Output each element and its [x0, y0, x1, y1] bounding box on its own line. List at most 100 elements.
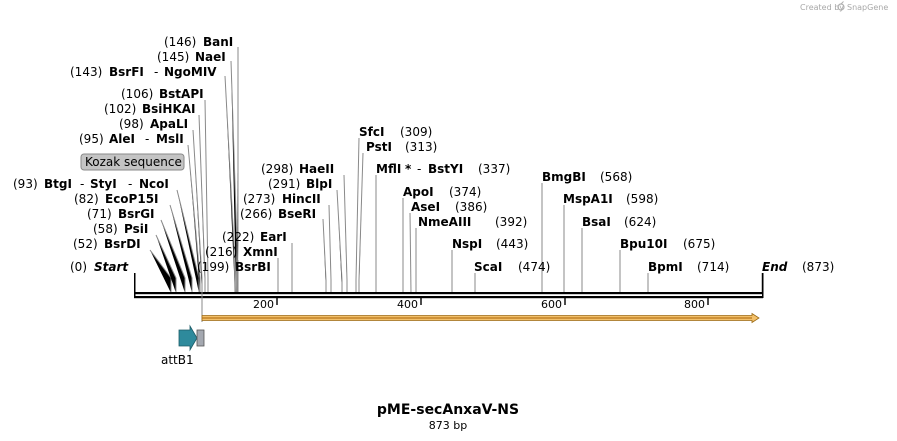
site-bsrfi[interactable]: (143) BsrFI - NgoMIV: [70, 65, 217, 79]
site-bstapi[interactable]: (106) BstAPI: [121, 87, 204, 101]
site-name: SfcI: [359, 125, 384, 139]
site-end[interactable]: End (873): [762, 260, 834, 274]
site-start[interactable]: (0) Start: [70, 260, 129, 274]
start-label: Start: [94, 260, 129, 274]
site-pos: (313): [405, 140, 437, 154]
cutline-bsrgi: [160, 219, 186, 293]
end-label: End: [762, 260, 788, 274]
site-name: NgoMIV: [164, 65, 217, 79]
site-pos: (93): [13, 177, 38, 191]
site-apoi[interactable]: ApoI (374): [403, 185, 481, 199]
tick-label: 200: [253, 298, 274, 311]
site-name: BpmI: [648, 260, 683, 274]
site-apali[interactable]: (98) ApaLI: [119, 117, 188, 131]
site-nmeaiii[interactable]: NmeAIII (392): [418, 215, 527, 229]
site-sfci[interactable]: SfcI (309): [359, 125, 432, 139]
site-pos: (71): [87, 207, 112, 221]
cutline-psii: [155, 234, 177, 293]
site-name: EarI: [260, 230, 287, 244]
start-pos: (0): [70, 260, 87, 274]
cutline-bstapi: [204, 99, 209, 293]
cutline-bani: [236, 47, 239, 294]
snapgene-credit[interactable]: Created by SnapGene: [800, 1, 888, 13]
site-name: Bpu10I: [620, 237, 667, 251]
site-nspi[interactable]: NspI (443): [452, 237, 528, 251]
site-psii[interactable]: (58) PsiI: [93, 222, 148, 236]
site-psti[interactable]: PstI (313): [366, 140, 437, 154]
site-naei[interactable]: (145) NaeI: [157, 50, 226, 64]
site-name: MslI: [156, 132, 184, 146]
cutline-psti: [358, 152, 364, 293]
site-bseri[interactable]: (266) BseRI: [240, 207, 316, 221]
site-pos: (52): [73, 237, 98, 251]
site-pos: (443): [496, 237, 528, 251]
site-name: NmeAIII: [418, 215, 471, 229]
site-bsai[interactable]: BsaI (624): [582, 215, 656, 229]
site-pos: (291): [268, 177, 300, 191]
attb1-feature[interactable]: attB1: [161, 324, 205, 367]
site-name: BstYI: [428, 162, 463, 176]
site-pos: (714): [697, 260, 729, 274]
site-bsihkai[interactable]: (102) BsiHKAI: [104, 102, 196, 116]
site-bpu10i[interactable]: Bpu10I (675): [620, 237, 715, 251]
cutline-bsrdi: [149, 249, 172, 293]
site-name: BsrGI: [118, 207, 155, 221]
site-bsrgi[interactable]: (71) BsrGI: [87, 207, 155, 221]
kozak-label: Kozak sequence: [85, 155, 182, 169]
site-haeii[interactable]: (298) HaeII: [261, 162, 334, 176]
site-alei[interactable]: (95) AleI - MslI: [79, 132, 184, 146]
site-blpi[interactable]: (291) BlpI: [268, 177, 332, 191]
site-bsrbi[interactable]: (199) BsrBI: [197, 260, 271, 274]
cutline-alei: [187, 144, 201, 293]
site-name: NcoI: [139, 177, 169, 191]
site-pos: (675): [683, 237, 715, 251]
site-separator: -: [417, 162, 421, 176]
cutline-apali: [192, 129, 203, 293]
cutline-ecop15i: [169, 204, 193, 293]
site-eari[interactable]: (222) EarI: [222, 230, 287, 244]
map-length: 873 bp: [429, 419, 467, 432]
site-name: AleI: [109, 132, 135, 146]
site-mspa1i[interactable]: MspA1I (598): [563, 192, 658, 206]
site-hincii[interactable]: (273) HincII: [243, 192, 321, 206]
site-name: MspA1I: [563, 192, 613, 206]
site-name: ScaI: [474, 260, 502, 274]
sequence-backbone: [134, 273, 764, 299]
site-pos: (568): [600, 170, 632, 184]
site-btgi[interactable]: (93) BtgI - StyI - NcoI: [13, 177, 169, 191]
site-pos: (598): [626, 192, 658, 206]
site-scai[interactable]: ScaI (474): [474, 260, 550, 274]
site-separator: -: [145, 132, 149, 146]
site-name: BlpI: [306, 177, 332, 191]
orf-arrow[interactable]: [201, 292, 760, 324]
site-bsrdi[interactable]: (52) BsrDI: [73, 237, 141, 251]
site-pos: (58): [93, 222, 118, 236]
site-pos: (474): [518, 260, 550, 274]
attb1-box: [196, 329, 205, 347]
site-bmgbi[interactable]: BmgBI (568): [542, 170, 632, 184]
site-name: BsrFI: [109, 65, 144, 79]
site-name: BtgI: [44, 177, 72, 191]
site-ecop15i[interactable]: (82) EcoP15I: [74, 192, 159, 206]
snapgene-logo-icon: [837, 1, 845, 11]
site-asei[interactable]: AseI (386): [411, 200, 487, 214]
site-pos: (95): [79, 132, 104, 146]
cutline-bsihkai: [198, 114, 206, 293]
site-bani[interactable]: (146) BanI: [164, 35, 233, 49]
site-pos: (98): [119, 117, 144, 131]
site-name: AseI: [411, 200, 440, 214]
tick-label: 800: [684, 298, 705, 311]
kozak-feature[interactable]: Kozak sequence: [80, 153, 185, 171]
site-name: NspI: [452, 237, 482, 251]
attb1-label: attB1: [161, 353, 194, 367]
site-pos: (199): [197, 260, 229, 274]
site-pos: (143): [70, 65, 102, 79]
tick-label: 600: [541, 298, 562, 311]
site-bpmi[interactable]: BpmI (714): [648, 260, 729, 274]
site-xmni[interactable]: (216) XmnI: [205, 245, 278, 259]
site-mfli[interactable]: MflI * - BstYI (337): [376, 162, 510, 176]
cutline-sfci: [355, 137, 360, 293]
site-labels: (146) BanI (145) NaeI (143) BsrFI - NgoM…: [13, 35, 834, 274]
ruler: 200 400 600 800: [253, 297, 709, 311]
site-pos: (309): [400, 125, 432, 139]
